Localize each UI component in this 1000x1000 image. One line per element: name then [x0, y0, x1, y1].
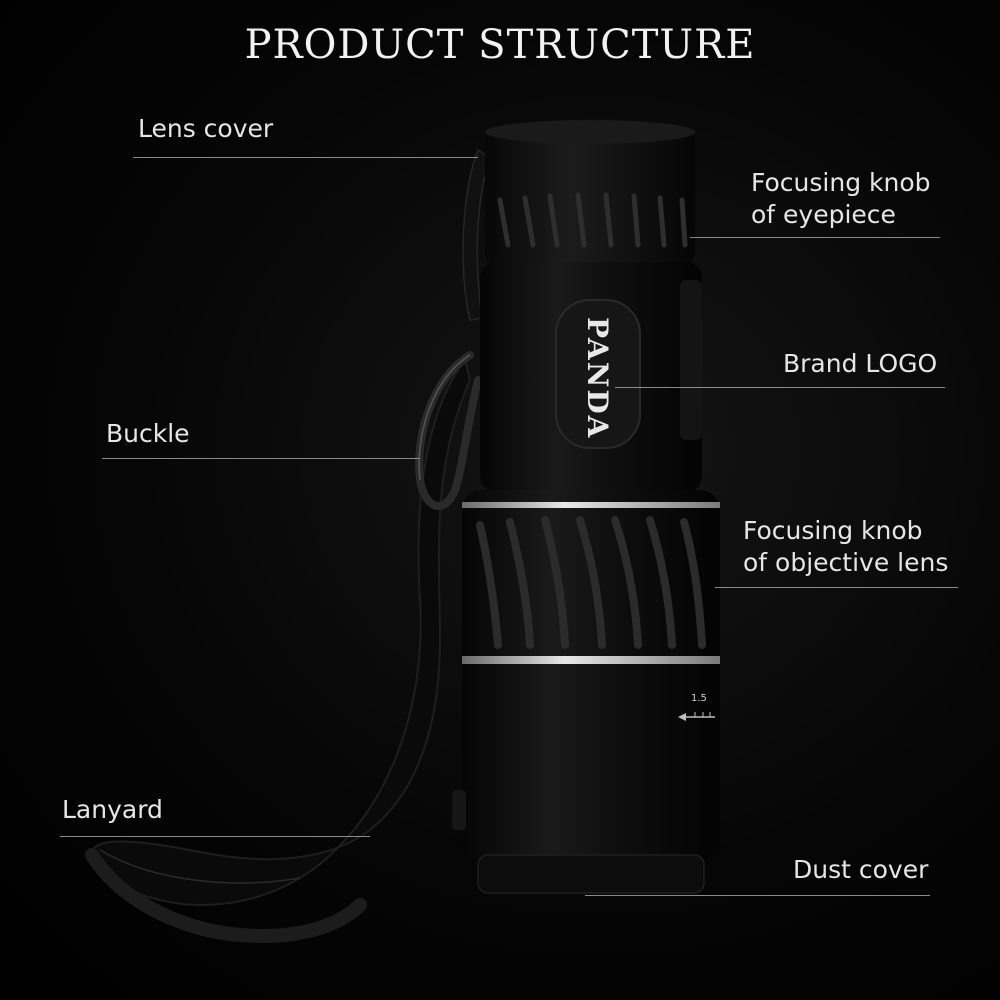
label-brand-logo: Brand LOGO	[783, 349, 938, 378]
upper-silver-ring	[462, 502, 720, 508]
lanyard-strap	[85, 357, 472, 943]
label-focus-objective-line2: of objective lens	[743, 548, 949, 577]
label-buckle: Buckle	[106, 419, 190, 448]
leader-focus-eyepiece	[690, 237, 940, 238]
eyepiece-cap	[485, 125, 695, 270]
label-focus-eyepiece-line2: of eyepiece	[751, 200, 896, 229]
leader-dust-cover	[585, 895, 930, 896]
lens-cover-strap	[462, 148, 491, 321]
scale-text: 1.5	[691, 693, 707, 704]
leader-focus-objective	[715, 587, 958, 588]
objective-ridges	[476, 516, 706, 649]
leader-lens-cover	[133, 157, 478, 158]
leader-buckle	[102, 458, 420, 459]
logo-plate	[555, 299, 641, 449]
label-lens-cover: Lens cover	[138, 114, 274, 143]
label-focus-objective: Focusing knob of objective lens	[743, 515, 948, 579]
label-focus-eyepiece-line1: Focusing knob	[751, 168, 931, 197]
label-lanyard: Lanyard	[62, 795, 163, 824]
label-dust-cover: Dust cover	[793, 855, 929, 884]
label-focus-eyepiece: Focusing knob of eyepiece	[751, 167, 931, 231]
buckle-hook	[415, 351, 482, 510]
brand-logo-text: PANDA	[581, 317, 614, 440]
leader-lanyard	[60, 836, 370, 837]
leader-brand-logo	[615, 387, 945, 388]
distance-scale	[678, 712, 715, 721]
label-focus-objective-line1: Focusing knob	[743, 516, 923, 545]
eyepiece-ridges	[497, 192, 688, 248]
page-title: PRODUCT STRUCTURE	[244, 22, 756, 68]
dust-cover	[477, 854, 705, 894]
lower-silver-ring	[462, 656, 720, 664]
